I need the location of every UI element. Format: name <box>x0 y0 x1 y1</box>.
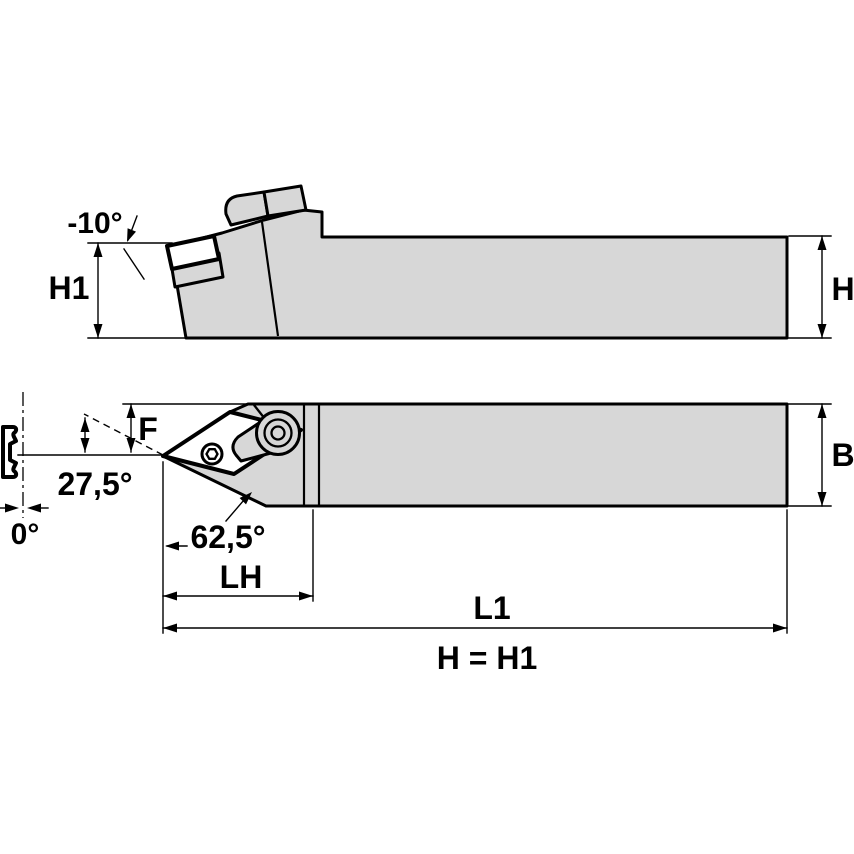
clamp-screw-inner <box>270 425 286 441</box>
h1-label: H1 <box>49 270 90 306</box>
plan-view: 27,5° F 0° 62,5° <box>0 392 854 676</box>
clamp-front-side <box>224 190 270 227</box>
height-equality-note: H = H1 <box>437 640 537 676</box>
insert-angle-label: 62,5° <box>190 519 265 555</box>
f-label: F <box>138 411 158 447</box>
dimension-b: B <box>788 403 854 507</box>
dimension-h: H <box>788 235 854 339</box>
annotation-zero-angle: 0° <box>0 503 49 551</box>
l1-label: L1 <box>473 590 510 626</box>
dimension-lh: LH <box>162 461 314 634</box>
insert-hole-hex <box>205 448 219 460</box>
clamp-back-side <box>262 184 308 218</box>
insert-side <box>165 234 221 271</box>
tool-body-side <box>166 208 789 340</box>
lead-angle-label: 27,5° <box>57 466 132 502</box>
clamp-screw-mid <box>263 418 293 448</box>
h-label: H <box>831 271 854 307</box>
dimension-h1: H1 <box>49 242 189 339</box>
workpiece-symbol <box>1 392 164 518</box>
head-joint-line-side <box>260 221 280 337</box>
annotation-insert-angle: 62,5° <box>165 492 266 555</box>
lh-label: LH <box>220 559 263 595</box>
zero-angle-label: 0° <box>11 518 40 551</box>
clamp-screw-outer <box>255 410 301 456</box>
annotation-rake-angle: -10° <box>67 207 145 280</box>
b-label: B <box>831 437 854 473</box>
rake-angle-label: -10° <box>67 207 122 240</box>
dimension-f: F <box>122 403 249 453</box>
side-view: H1 -10° H <box>49 184 854 340</box>
annotation-lead-angle: 27,5° <box>57 413 164 502</box>
dimension-l1: L1 <box>162 509 788 634</box>
insert-hole <box>200 442 224 466</box>
